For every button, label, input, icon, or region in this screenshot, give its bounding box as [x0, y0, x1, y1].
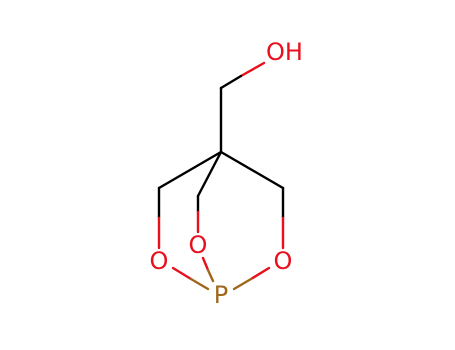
- bonds: [157, 61, 285, 291]
- phosphorus-label: P: [214, 281, 228, 309]
- oxygen-right-label: O: [274, 247, 293, 275]
- bond-oh-ch2: [239, 61, 266, 78]
- bond-quaternary-c-left-ch2: [157, 150, 223, 190]
- bond-quaternary-c-right-ch2: [219, 150, 285, 190]
- bond-middle-o-p: [206, 268, 215, 283]
- oxygen-left-label: O: [150, 247, 169, 275]
- bond-right-o-p: [249, 266, 271, 281]
- hydroxyl-label: OH: [266, 38, 303, 66]
- bond-oh-ch2: [219, 74, 243, 90]
- bond-right-o-p: [232, 277, 253, 291]
- bond-left-o-p: [171, 266, 193, 281]
- oxygen-center-label: O: [189, 231, 208, 259]
- bond-left-o-p: [189, 277, 210, 291]
- atom-labels: OH O O O P: [150, 38, 303, 309]
- bond-quaternary-c-middle-ch2: [196, 150, 223, 198]
- bond-middle-o-p: [201, 256, 210, 272]
